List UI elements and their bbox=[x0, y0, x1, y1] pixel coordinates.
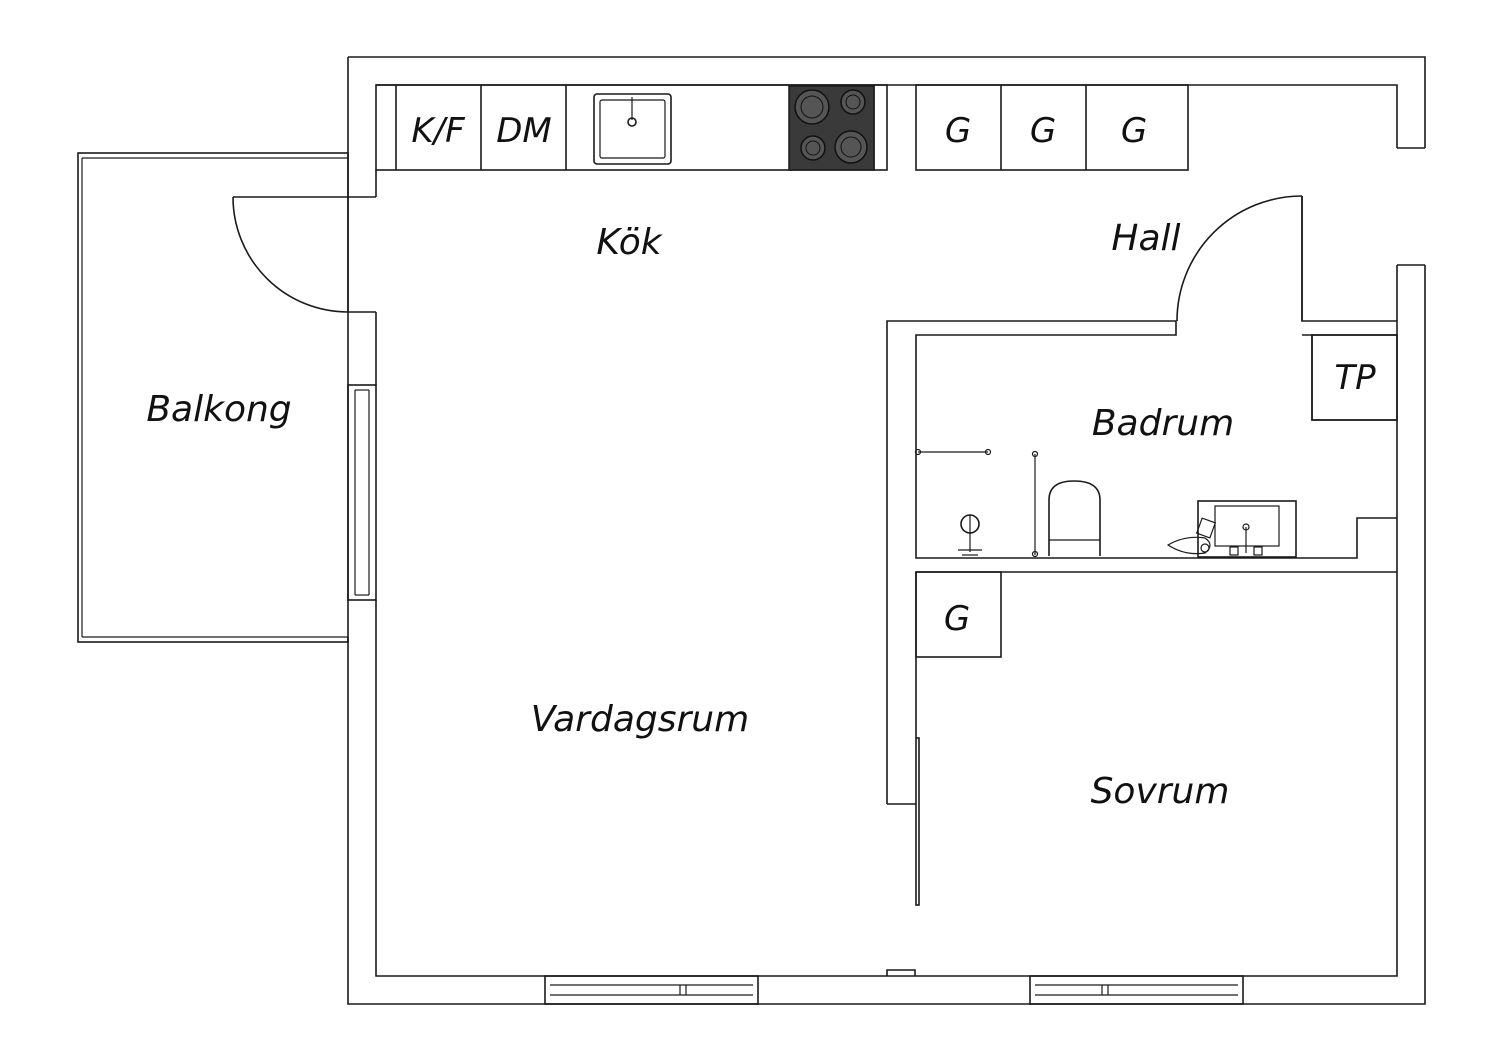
bottom-window-left bbox=[544, 975, 759, 1005]
bottom-window-right bbox=[1029, 975, 1244, 1005]
outer-walls bbox=[347, 56, 1426, 1005]
left-window bbox=[347, 384, 377, 601]
toilet bbox=[1048, 480, 1101, 556]
interior-walls bbox=[886, 196, 1397, 805]
bedroom-sliding-door bbox=[915, 737, 920, 906]
fixture-label-dm: DM bbox=[496, 111, 552, 151]
room-label-hall: Hall bbox=[1111, 218, 1180, 259]
room-label-badrum: Badrum bbox=[1092, 403, 1234, 444]
kitchen-sink bbox=[593, 93, 672, 165]
bathroom-door bbox=[1176, 195, 1303, 322]
room-label-balkong: Balkong bbox=[146, 389, 291, 430]
room-label-sovrum: Sovrum bbox=[1091, 771, 1230, 812]
shower bbox=[914, 448, 1039, 558]
fixture-label-wardrobe-bedroom: G bbox=[944, 599, 970, 639]
fixture-label-tp: TP bbox=[1334, 358, 1376, 398]
bedroom-wardrobe bbox=[915, 571, 1002, 658]
fixture-label-wardrobe-2: G bbox=[1030, 111, 1056, 151]
fixture-label-wardrobe-3: G bbox=[1121, 111, 1147, 151]
stove bbox=[788, 85, 875, 171]
dryer-box bbox=[1311, 334, 1398, 421]
washbasin bbox=[1166, 500, 1297, 558]
room-label-kok: Kök bbox=[596, 222, 663, 263]
room-label-vardagsrum: Vardagsrum bbox=[531, 699, 749, 740]
wall-junction-bottom bbox=[886, 969, 916, 976]
fixture-label-wardrobe-1: G bbox=[945, 111, 971, 151]
hall-wardrobes bbox=[915, 84, 1189, 171]
fixture-label-kf: K/F bbox=[411, 111, 465, 151]
balcony-door bbox=[232, 196, 349, 313]
